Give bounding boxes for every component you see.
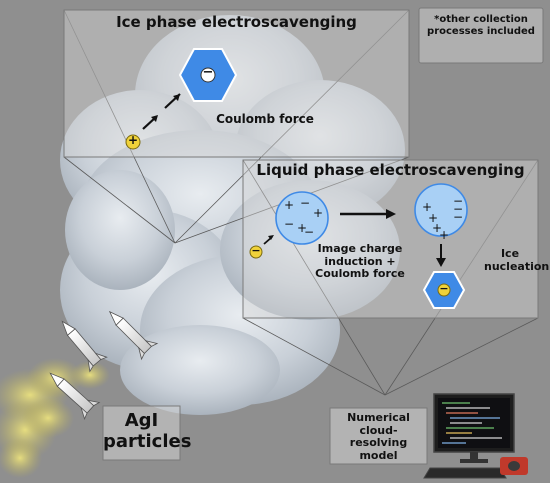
computer-monitor-icon (433, 393, 515, 463)
polarized-charge-sign: + (421, 200, 433, 214)
rocket-icon-3 (49, 372, 101, 421)
droplet-charge-sign: − (283, 217, 295, 231)
polarized-charge-sign: + (427, 211, 439, 225)
agi-positive-sign: + (127, 133, 139, 147)
polarized-charge-sign: − (452, 194, 464, 208)
droplet-charge-sign: + (312, 206, 324, 220)
agi-positive-particle-icon (125, 134, 141, 150)
image-charge-induction-label: Image charge induction + Coulomb force (315, 242, 405, 281)
numerical-model-label: Numerical cloud-resolving model (347, 411, 410, 462)
droplet-charge-sign: + (296, 221, 308, 235)
ice-crystal-charge (200, 67, 216, 83)
droplet-charge-sign: − (299, 196, 311, 210)
mouse-icon (508, 461, 520, 471)
rocket-icon-1 (61, 320, 108, 373)
ice-phase-title: Ice phase electroscavenging (116, 13, 357, 31)
nucleated-ice-negative-sign: − (439, 282, 449, 295)
rocket-icon-2 (108, 310, 159, 361)
particles-label-box (102, 405, 181, 461)
agi-particles-label: AgI particles (103, 410, 192, 452)
ice-crystal-negative-sign: − (202, 65, 214, 80)
liquid-phase-title: Liquid phase electroscavenging (256, 161, 525, 179)
polarized-charge-sign: + (431, 221, 443, 235)
polarized-charge-sign: − (452, 210, 464, 224)
polarized-charge-sign: + (438, 228, 450, 242)
polarized-droplet-icon (414, 183, 468, 237)
ice-phase-panel (63, 9, 410, 158)
droplet-charge-sign: − (303, 225, 315, 239)
agi-negative-particle-icon (249, 245, 263, 259)
polarized-charge-sign: − (452, 202, 464, 216)
keyboard-icon (423, 467, 507, 479)
agi-negative-sign: − (251, 244, 261, 257)
droplet-charge-sign: + (283, 198, 295, 212)
cloud-droplet-icon (275, 191, 329, 245)
model-label-box (329, 407, 428, 465)
note-text: *other collection processes included (427, 14, 535, 37)
note-box (418, 7, 544, 64)
liquid-phase-panel (242, 159, 539, 319)
coulomb-force-label: Coulomb force (216, 112, 314, 126)
ice-nucleation-label: Ice nucleation (484, 247, 550, 273)
